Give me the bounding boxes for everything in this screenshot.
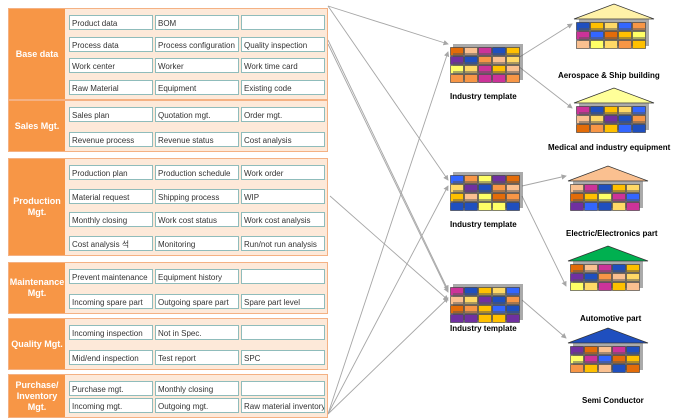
module-cell: Product data [69,15,153,30]
arrow [521,299,567,339]
module-cell: Quality inspection [241,36,325,52]
module-cell: Mid/end inspection [69,350,153,365]
industry-template-blocks [450,172,525,218]
module-cell: Incoming spare part [69,294,153,309]
industry-model-blocks [570,181,645,218]
module-cell: Production schedule [155,165,239,180]
module-cell: Sales plan [69,107,153,122]
arrow [521,174,567,187]
industry-model-blocks [576,19,651,56]
module-cell: WIP [241,188,325,204]
module-cell: Revenue process [69,132,153,147]
module-cell [241,269,325,284]
module-cell: Shipping process [155,188,239,204]
module-cell: Process data [69,36,153,52]
module-cell: Order mgt. [241,107,325,122]
arrow [327,297,449,415]
module-cell: SPC [241,350,325,365]
module-cell: Not in Spec. [155,325,239,340]
module-cell: Existing code [241,80,325,95]
industry-template-label: Industry template [450,220,517,229]
module-group-label: Purchase/ Inventory Mgt. [9,375,65,417]
industry-template-label: Industry template [450,92,517,101]
module-cell: Production plan [69,165,153,180]
module-group-label: Base data [9,9,65,99]
module-cell [241,325,325,340]
module-cell: Monitoring [155,236,239,251]
arrow [327,39,449,291]
industry-label: Medical and industry equipment [548,143,671,152]
module-cell: Worker [155,58,239,74]
module-cell: Cost analysis [241,132,325,147]
module-group-label: Sales Mgt. [9,101,65,151]
module-cell: BOM [155,15,239,30]
module-cell: Incoming mgt. [69,398,153,413]
arrow [521,195,567,287]
industry-template-blocks [450,44,525,90]
module-cell: Test report [155,350,239,365]
module-cell: Raw material inventory [241,398,325,413]
module-cell: Prevent maintenance [69,269,153,284]
module-cell: Revenue status [155,132,239,147]
arrow [517,23,573,59]
module-group-label: Production Mgt. [9,159,65,255]
module-cell: Work cost analysis [241,212,325,228]
module-cell [241,15,325,30]
module-cell: Monthly closing [155,381,239,396]
module-cell: Outgoing mgt. [155,398,239,413]
module-cell: Incoming inspection [69,325,153,340]
module-cell: Equipment history [155,269,239,284]
arrow [327,5,449,181]
module-cell: Purchase mgt. [69,381,153,396]
industry-label: Aerospace & Ship building [558,71,660,80]
module-group: Purchase/ Inventory Mgt. Purchase mgt.Mon… [8,374,328,418]
module-cell: Equipment [155,80,239,95]
module-cell: Work cost status [155,212,239,228]
arrow [517,65,573,109]
module-cell: Quotation mgt. [155,107,239,122]
arrow [329,195,449,301]
module-cell: Raw Material [69,80,153,95]
module-cell: Cost analysis 석 [69,236,153,251]
arrow [327,185,449,415]
industry-model-blocks [570,261,645,298]
module-cell: Material request [69,188,153,204]
industry-label: Automotive part [580,314,642,323]
module-group-label: Quality Mgt. [9,319,65,369]
module-cell: Outgoing spare part [155,294,239,309]
module-cell: Spare part level [241,294,325,309]
module-group-label: Maintenance Mgt. [9,263,65,313]
industry-model-blocks [570,343,645,380]
industry-label: Electric/Electronics part [566,229,658,238]
module-cell [241,381,325,396]
module-cell: Work center [69,58,153,74]
arrow [327,51,450,415]
industry-model-blocks [576,103,651,140]
module-cell: Process configuration [155,36,239,52]
arrow [327,5,449,46]
module-cell: Work time card [241,58,325,74]
industry-template-label: Industry template [450,324,517,333]
industry-label: Semi Conductor [582,396,644,405]
industry-template-blocks [450,284,525,330]
module-cell: Run/not run analysis [241,236,325,251]
module-cell: Monthly closing [69,212,153,228]
arrow [327,43,449,293]
module-cell: Work order [241,165,325,180]
